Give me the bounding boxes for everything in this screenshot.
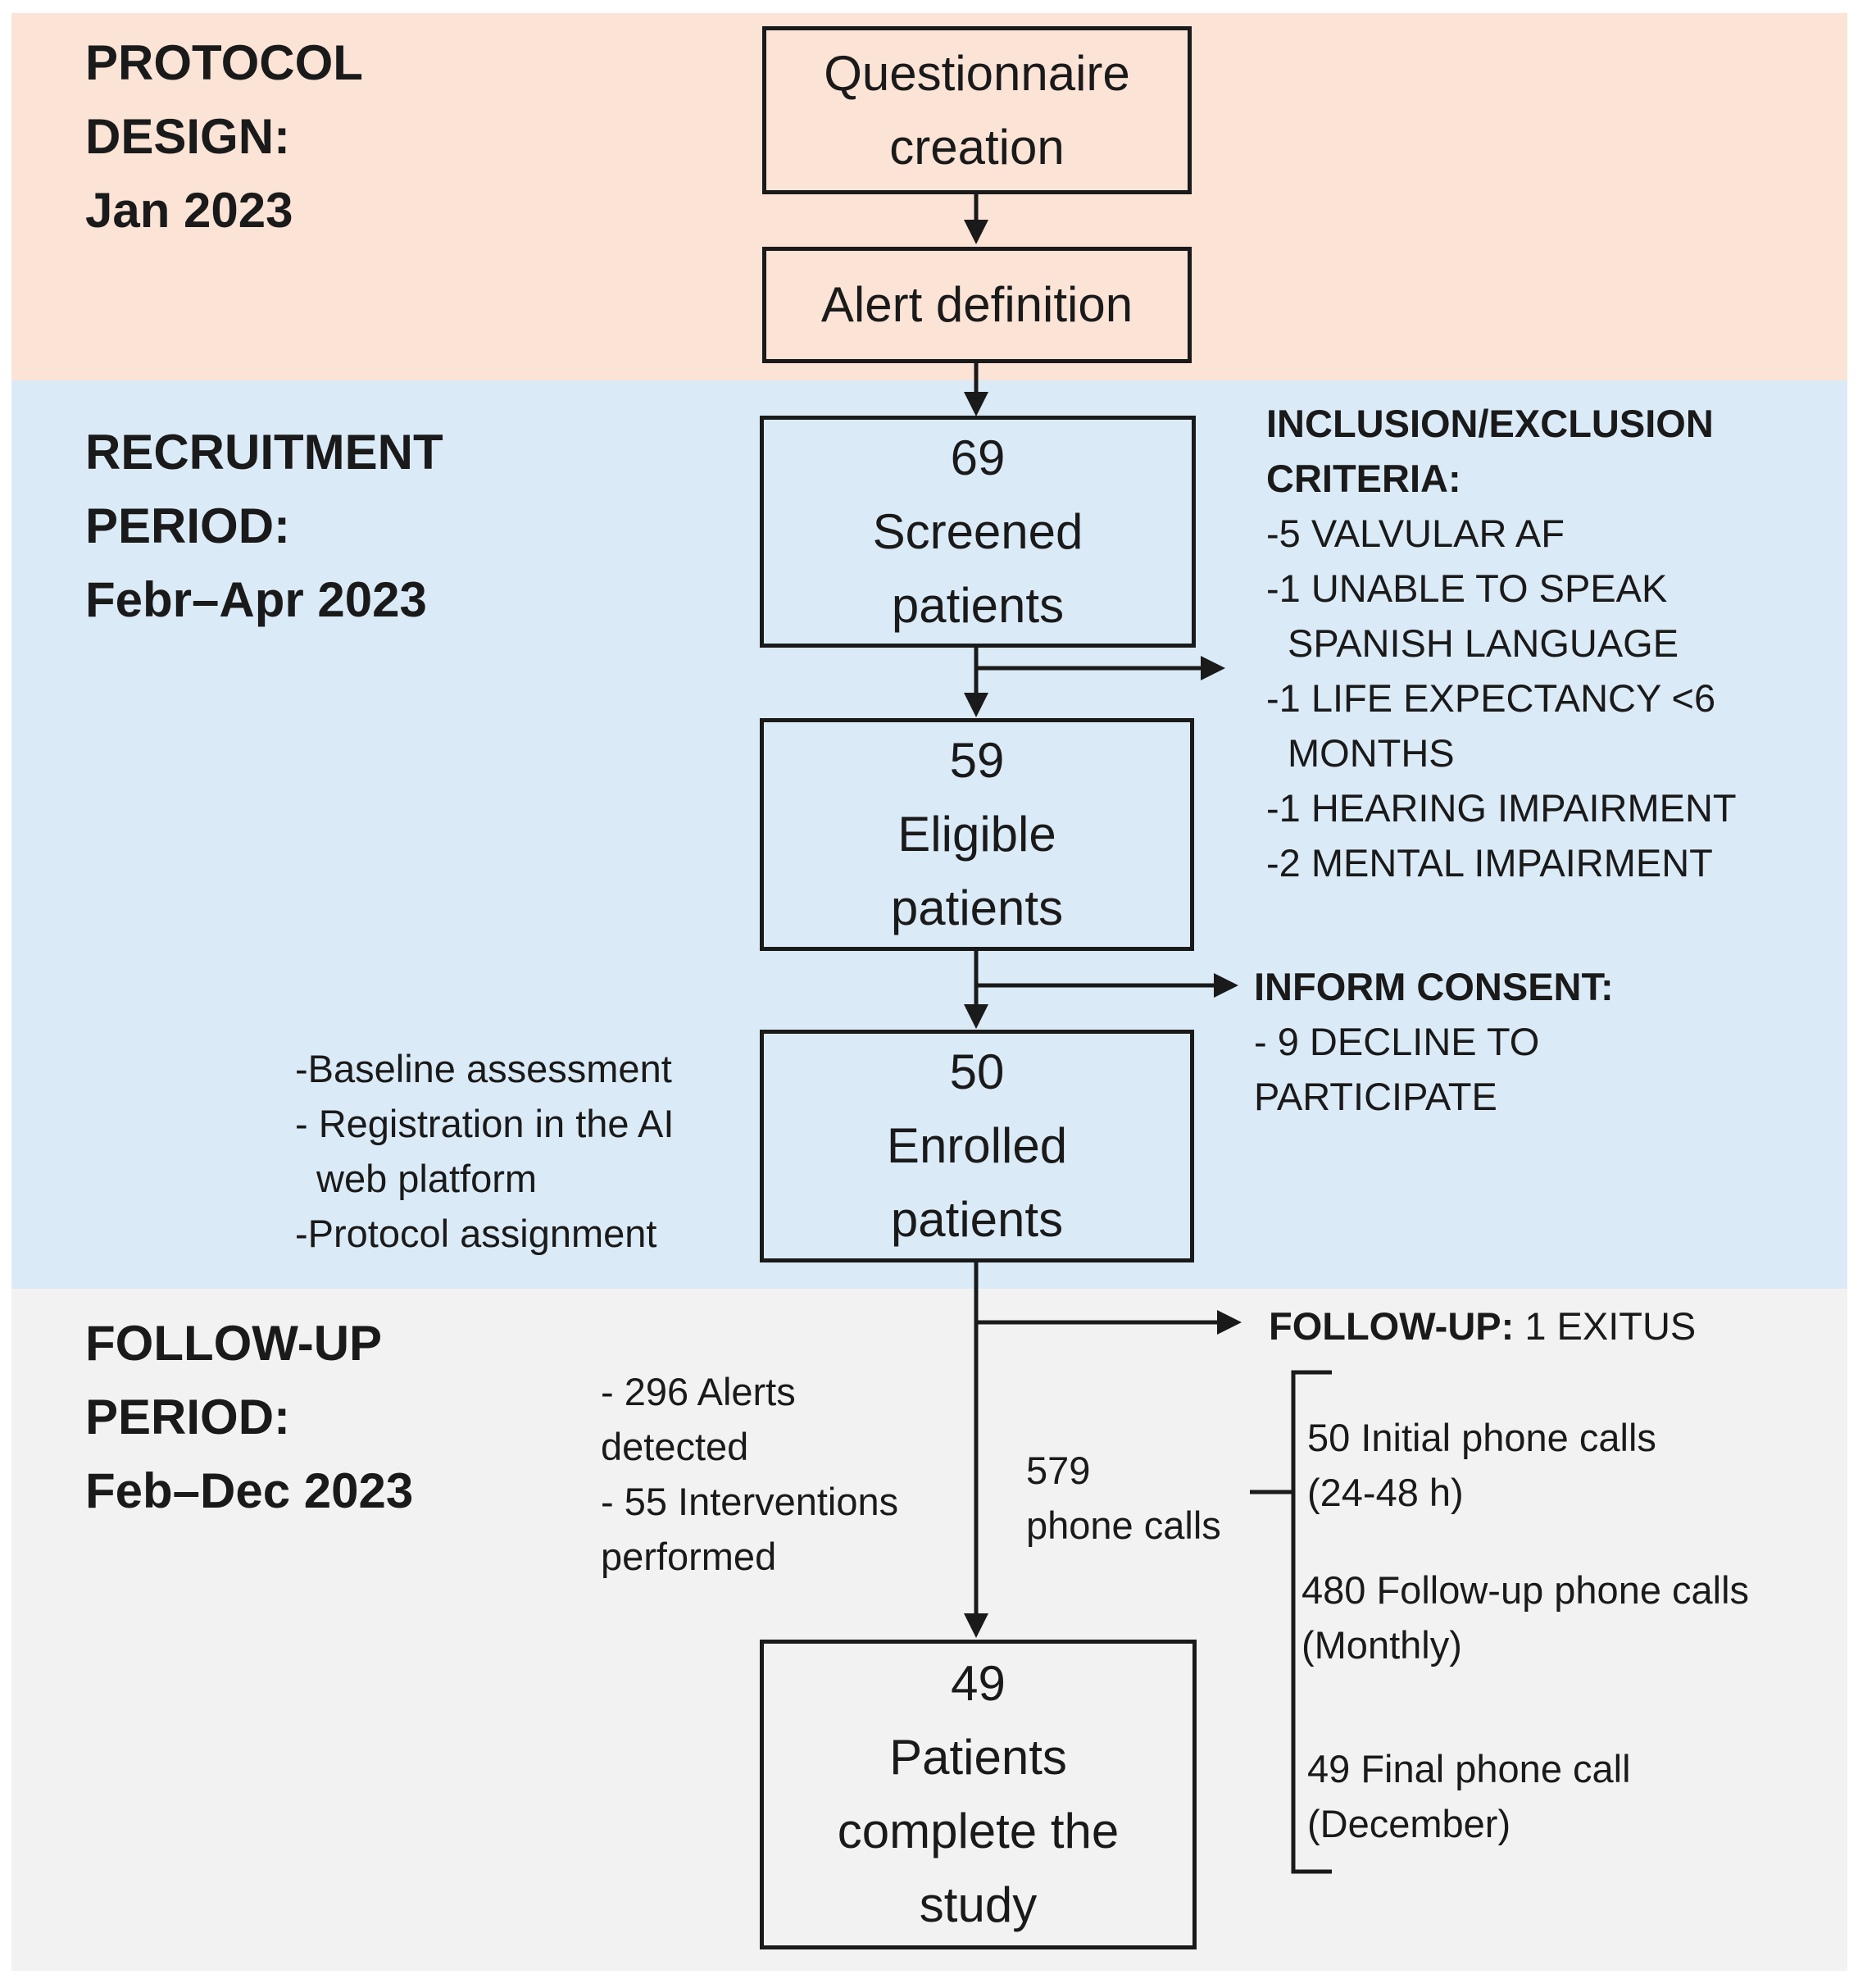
criteria-item: SPANISH LANGUAGE <box>1288 621 1679 665</box>
phase-recruitment-label: RECRUITMENT PERIOD: Febr–Apr 2023 <box>85 416 443 637</box>
followup-exit-value: 1 EXITUS <box>1524 1304 1697 1348</box>
alerts-line2: detected <box>601 1425 749 1468</box>
phone-calls-bracket <box>1291 1370 1332 1874</box>
eligible-line1: Eligible <box>897 807 1056 862</box>
complete-count: 49 <box>951 1656 1006 1711</box>
inclusion-exclusion-criteria: INCLUSION/EXCLUSION CRITERIA: -5 VALVULA… <box>1266 396 1737 890</box>
enrollment-steps: -Baseline assessment - Registration in t… <box>295 1041 674 1261</box>
initial-calls-note: 50 Initial phone calls (24-48 h) <box>1307 1410 1656 1520</box>
complete-line1: Patients <box>889 1730 1067 1785</box>
recruitment-period-band <box>11 380 1847 1289</box>
inform-consent-note: INFORM CONSENT: - 9 DECLINE TO PARTICIPA… <box>1254 959 1614 1124</box>
phase-protocol-line2: DESIGN: <box>85 109 291 164</box>
phone-calls-total: 579 phone calls <box>1026 1443 1221 1553</box>
criteria-item: -5 VALVULAR AF <box>1266 512 1565 555</box>
final-calls-line2: (December) <box>1307 1802 1511 1845</box>
enrolled-patients-box: 50 Enrolled patients <box>760 1030 1194 1262</box>
complete-line3: study <box>919 1877 1038 1932</box>
inclusion-title-line2: CRITERIA: <box>1266 457 1461 500</box>
criteria-item: -1 HEARING IMPAIRMENT <box>1266 786 1737 830</box>
alerts-interventions-note: - 296 Alerts detected - 55 Interventions… <box>601 1364 898 1584</box>
monthly-calls-line1: 480 Follow-up phone calls <box>1302 1568 1750 1612</box>
screened-line1: Screened <box>872 503 1083 559</box>
enroll-step-line4: -Protocol assignment <box>295 1212 657 1255</box>
phase-followup-line2: PERIOD: <box>85 1390 291 1444</box>
questionnaire-creation-box: Questionnaire creation <box>762 26 1192 194</box>
eligible-count: 59 <box>949 733 1005 788</box>
consent-line2: PARTICIPATE <box>1254 1075 1497 1118</box>
eligible-line2: patients <box>890 880 1064 935</box>
followup-exit-label: FOLLOW-UP: <box>1269 1304 1515 1348</box>
phase-protocol-line3: Jan 2023 <box>85 183 293 238</box>
phase-recruitment-line3: Febr–Apr 2023 <box>85 572 427 627</box>
followup-period-band <box>11 1289 1847 1971</box>
screened-line2: patients <box>891 577 1065 633</box>
criteria-item: MONTHS <box>1288 731 1455 775</box>
consent-line1: - 9 DECLINE TO <box>1254 1020 1540 1063</box>
inclusion-title-line1: INCLUSION/EXCLUSION <box>1266 402 1714 445</box>
screened-count: 69 <box>950 430 1006 485</box>
phase-protocol-line1: PROTOCOL <box>85 35 363 90</box>
criteria-item: -1 UNABLE TO SPEAK <box>1266 566 1668 610</box>
enroll-step-line2: - Registration in the AI <box>295 1102 675 1145</box>
enrolled-line2: patients <box>890 1192 1064 1247</box>
alert-definition-box: Alert definition <box>762 247 1192 363</box>
enroll-step-line1: -Baseline assessment <box>295 1047 672 1090</box>
enrolled-line1: Enrolled <box>886 1118 1068 1173</box>
criteria-item: -2 MENTAL IMPAIRMENT <box>1266 841 1713 885</box>
phase-followup-line3: Feb–Dec 2023 <box>85 1463 414 1518</box>
enroll-step-line3: web platform <box>316 1157 538 1200</box>
complete-line2: complete the <box>837 1804 1120 1858</box>
alerts-line3: - 55 Interventions <box>601 1480 899 1523</box>
screened-patients-box: 69 Screened patients <box>760 416 1196 648</box>
phase-followup-line1: FOLLOW-UP <box>85 1316 383 1371</box>
alert-definition-label: Alert definition <box>820 277 1133 332</box>
complete-study-box: 49 Patients complete the study <box>760 1640 1197 1949</box>
initial-calls-line1: 50 Initial phone calls <box>1307 1416 1656 1459</box>
alerts-line4: performed <box>601 1535 777 1578</box>
initial-calls-line2: (24-48 h) <box>1307 1471 1464 1514</box>
final-calls-note: 49 Final phone call (December) <box>1307 1741 1631 1851</box>
phase-followup-label: FOLLOW-UP PERIOD: Feb–Dec 2023 <box>85 1307 413 1528</box>
phase-protocol-label: PROTOCOL DESIGN: Jan 2023 <box>85 26 363 248</box>
protocol-design-band <box>11 13 1847 380</box>
phase-recruitment-line2: PERIOD: <box>85 498 291 553</box>
questionnaire-line1: Questionnaire <box>824 45 1130 101</box>
monthly-calls-line2: (Monthly) <box>1302 1623 1462 1667</box>
phase-recruitment-line1: RECRUITMENT <box>85 425 443 480</box>
questionnaire-line2: creation <box>889 119 1065 175</box>
enrolled-count: 50 <box>949 1044 1005 1099</box>
final-calls-line1: 49 Final phone call <box>1307 1747 1631 1790</box>
eligible-patients-box: 59 Eligible patients <box>760 718 1194 951</box>
phone-calls-count: 579 <box>1026 1449 1091 1492</box>
alerts-line1: - 296 Alerts <box>601 1370 796 1413</box>
phone-calls-label: phone calls <box>1026 1504 1221 1547</box>
monthly-calls-note: 480 Follow-up phone calls (Monthly) <box>1302 1563 1749 1672</box>
followup-exitus-note: FOLLOW-UP: 1 EXITUS <box>1269 1299 1696 1353</box>
consent-title: INFORM CONSENT: <box>1254 965 1614 1008</box>
criteria-item: -1 LIFE EXPECTANCY <6 <box>1266 676 1716 720</box>
